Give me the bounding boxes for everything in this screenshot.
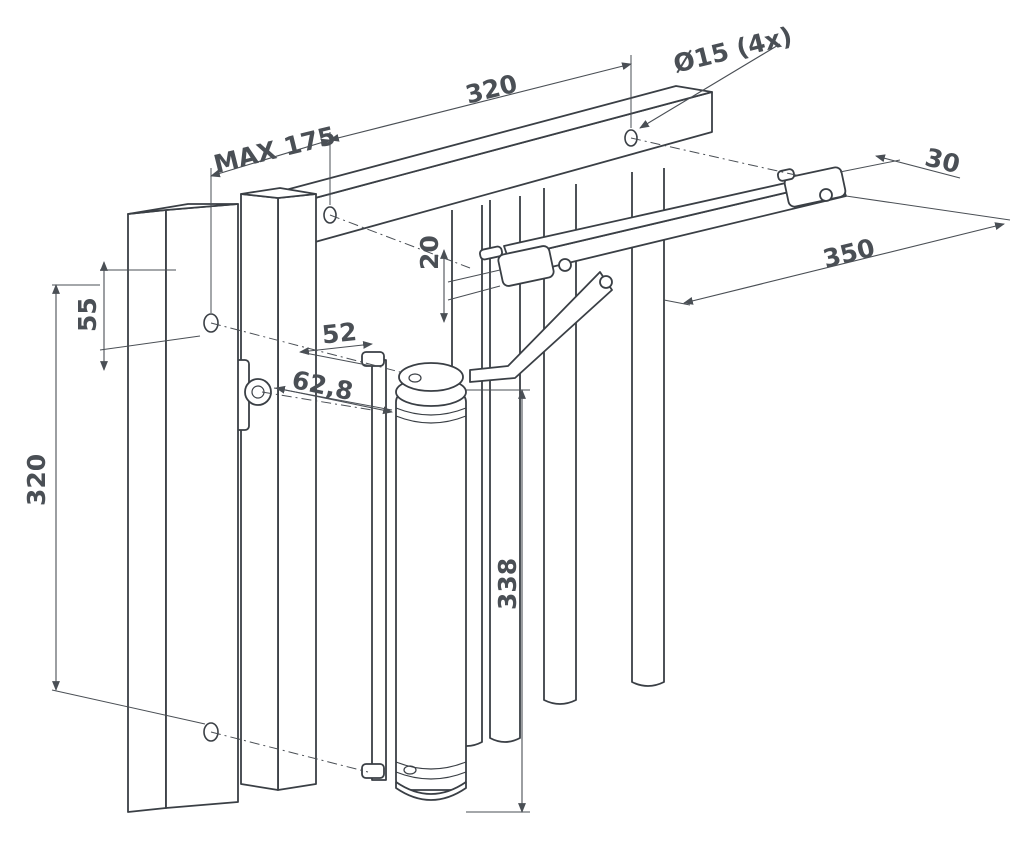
- closer-arm: [469, 166, 847, 383]
- closer-bracket: [361, 351, 387, 781]
- label-arm-width: 30: [922, 143, 963, 180]
- label-post-offset: 55: [73, 297, 102, 332]
- dim-line-62-8: [275, 385, 393, 415]
- gate-post: [240, 187, 317, 791]
- dim-line-350: [683, 222, 1005, 305]
- label-hinge-spacing-top: 320: [463, 69, 521, 110]
- label-closer-length: 338: [493, 558, 522, 610]
- extension-lines: [51, 55, 1011, 813]
- dim-line-52: [299, 341, 373, 355]
- closer-cylinder: [395, 362, 467, 801]
- label-max-offset: MAX 175: [211, 121, 339, 179]
- dimension-lines: [52, 43, 1005, 813]
- label-arm-length: 350: [820, 233, 878, 274]
- gate-bar: [631, 168, 665, 687]
- label-closer-offset: 52: [321, 317, 359, 349]
- label-post-hole-spacing: 320: [22, 454, 51, 506]
- dim-line-max175: [210, 138, 331, 178]
- label-hole-diameter: Ø15 (4x): [670, 21, 795, 78]
- label-arm-drop: 20: [415, 235, 444, 270]
- dim-line-d15: [639, 43, 781, 129]
- dim-line-30: [875, 154, 961, 179]
- dim-line-320-top: [329, 62, 632, 142]
- fixed-post: [127, 203, 239, 813]
